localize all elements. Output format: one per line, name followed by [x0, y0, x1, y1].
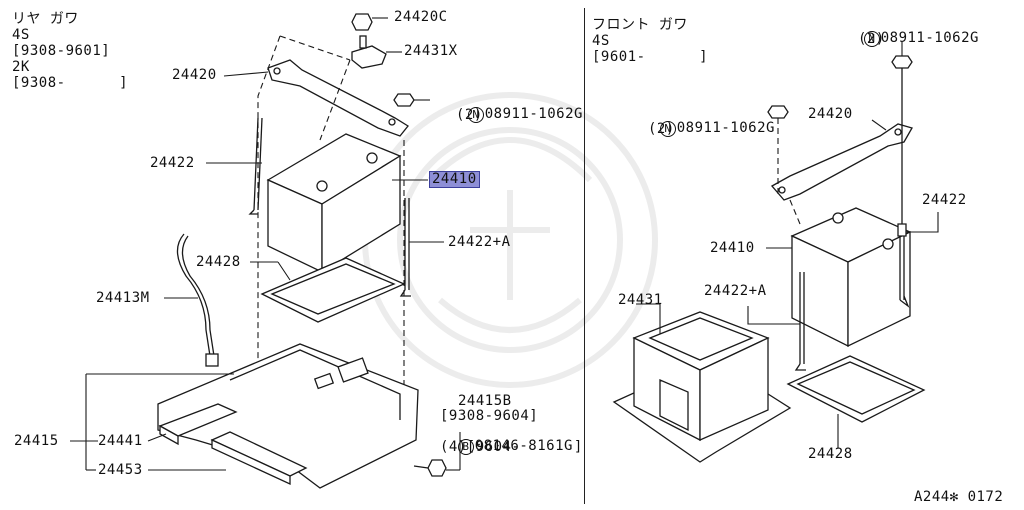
part-label-24413m[interactable]: 24413M — [96, 290, 150, 306]
b-bolt-part-number: 08146-8161G — [474, 438, 573, 454]
right-applicability-line-2: 4S — [592, 33, 610, 49]
part-label-right-24410[interactable]: 24410 — [710, 240, 755, 256]
b-circle-icon: B — [457, 439, 474, 455]
left-applicability-line-1: リヤ ガワ — [12, 11, 79, 27]
left-tray-24428 — [250, 257, 406, 323]
diagram-code: A244✻ 0172 — [914, 489, 1004, 505]
left-bolt-n — [393, 93, 430, 107]
left-bolt-part-number: 08911-1062G — [484, 106, 583, 122]
left-rail-24453 — [210, 431, 308, 486]
part-label-24428[interactable]: 24428 — [196, 254, 241, 270]
right-bolt-mid — [767, 105, 801, 225]
right-battery-box-24431 — [612, 303, 792, 463]
b-bolt-qty-date: (4)[9604- ] — [440, 439, 583, 455]
right-mid-bolt-qty: (2) — [648, 121, 675, 137]
left-applicability-line-4: 2K — [12, 59, 30, 75]
left-vent-tube-24413m — [164, 233, 219, 367]
n-circle-icon: N — [467, 107, 484, 123]
left-callout-leaders — [70, 71, 269, 471]
part-label-24415b[interactable]: 24415B — [458, 393, 512, 409]
left-bracket-24431x — [351, 35, 402, 69]
right-top-bolt-part-number: 08911-1062G — [880, 30, 979, 46]
part-label-24422[interactable]: 24422 — [150, 155, 195, 171]
part-label-24422a[interactable]: 24422+A — [448, 234, 511, 250]
part-label-24410-highlighted[interactable]: 24410 — [429, 171, 480, 188]
part-label-24420[interactable]: 24420 — [172, 67, 217, 83]
left-applicability-line-5: [9308- ] — [12, 75, 129, 91]
right-applicability-line-1: フロント ガワ — [592, 17, 688, 33]
right-applicability-line-3: [9601- ] — [592, 49, 709, 65]
left-bolt-qty: (2) — [456, 107, 483, 123]
part-label-right-24422[interactable]: 24422 — [922, 192, 967, 208]
part-label-24453[interactable]: 24453 — [98, 462, 143, 478]
right-tray-24428 — [786, 355, 926, 448]
n-circle-icon: N — [659, 121, 676, 137]
left-rail-24441 — [158, 403, 238, 446]
left-bolt-b — [413, 432, 461, 477]
right-top-bolt-qty: (2) — [858, 31, 885, 47]
right-mid-bolt-part-number: 08911-1062G — [676, 120, 775, 136]
part-label-right-24422a[interactable]: 24422+A — [704, 283, 767, 299]
left-hold-down-bar — [267, 59, 409, 137]
part-label-right-24420[interactable]: 24420 — [808, 106, 853, 122]
part-label-24441[interactable]: 24441 — [98, 433, 143, 449]
n-circle-icon: N — [863, 31, 880, 47]
part-label-24420c[interactable]: 24420C — [394, 9, 448, 25]
left-rod-24422 — [206, 117, 263, 215]
right-battery-24410 — [766, 207, 912, 348]
right-rod-24422 — [897, 212, 939, 308]
part-label-24431x[interactable]: 24431X — [404, 43, 458, 59]
part-label-right-24431[interactable]: 24431 — [618, 292, 663, 308]
panel-divider — [584, 8, 585, 504]
right-rod-24422a — [747, 272, 806, 371]
left-rod-24422a — [399, 198, 444, 297]
right-bolt-top — [891, 42, 913, 224]
part-label-right-24428[interactable]: 24428 — [808, 446, 853, 462]
right-hold-down-bar — [770, 119, 913, 201]
part-label-24415[interactable]: 24415 — [14, 433, 59, 449]
left-applicability-line-2: 4S — [12, 27, 30, 43]
left-battery-24410 — [266, 133, 428, 274]
left-applicability-line-3: [9308-9601] — [12, 43, 111, 59]
part-24415b-date-range: [9308-9604] — [440, 408, 539, 424]
left-nut-24420c — [351, 13, 388, 31]
